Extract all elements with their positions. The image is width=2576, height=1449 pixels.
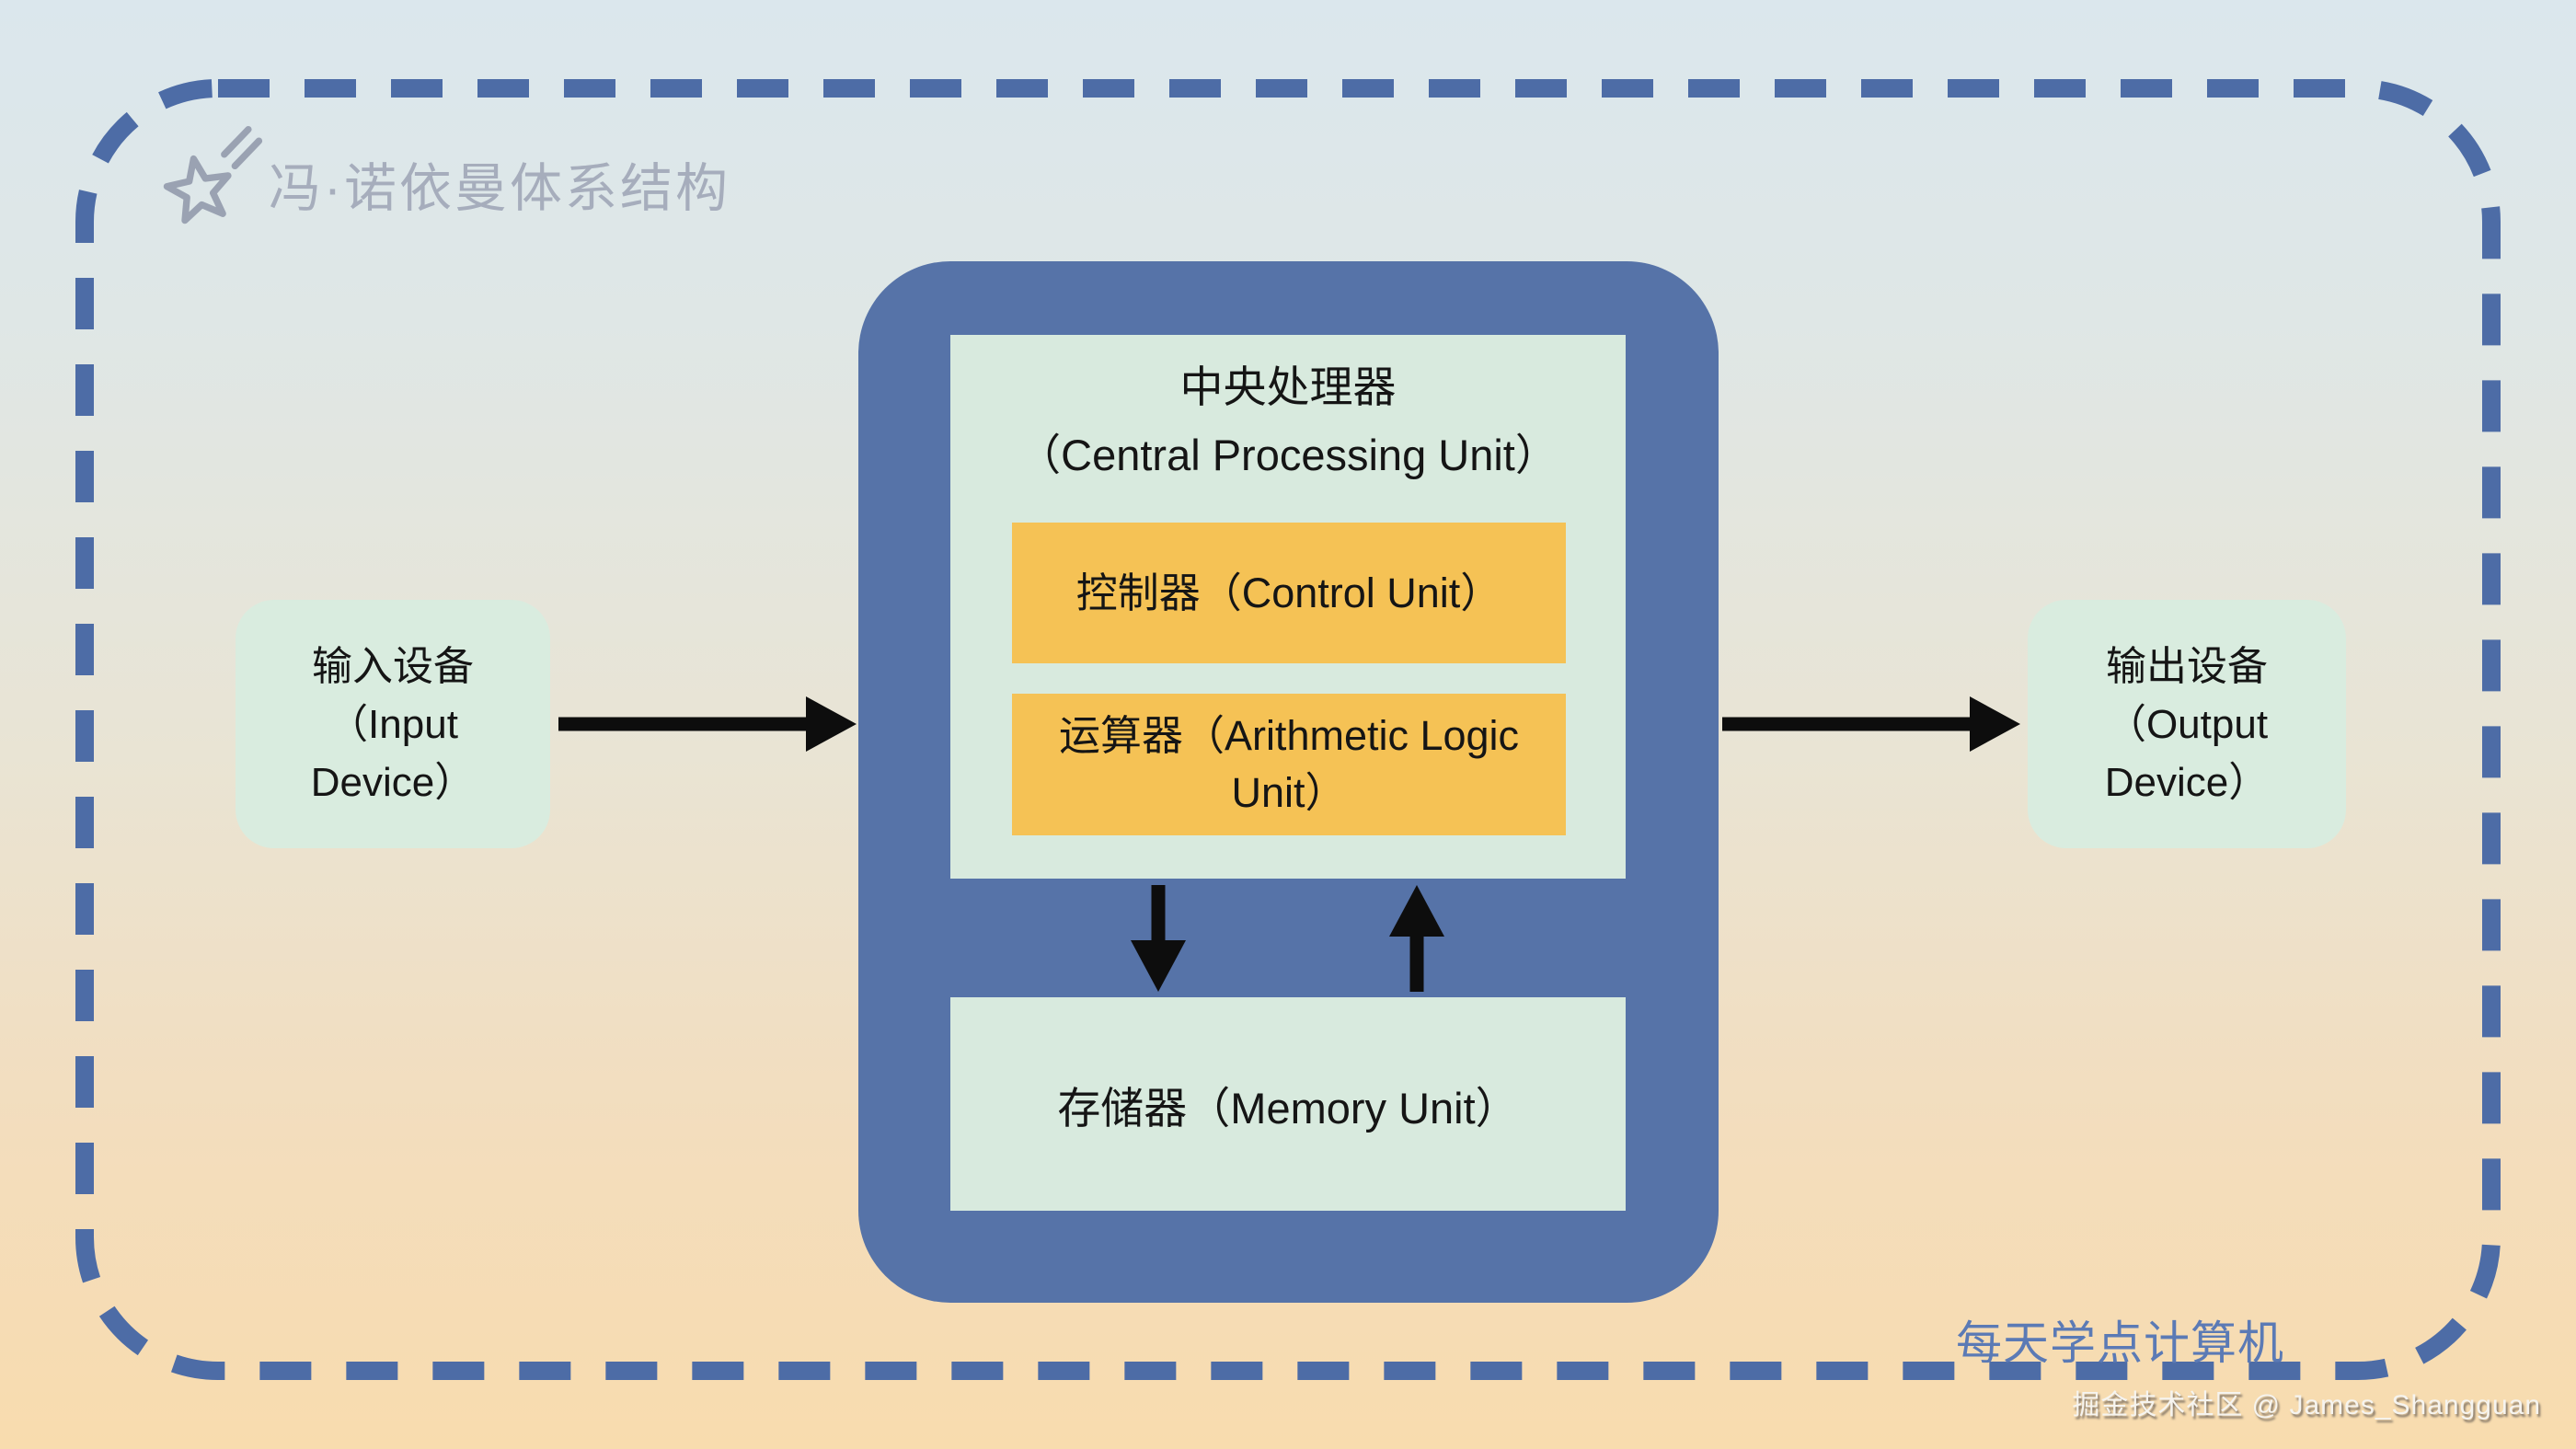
cpu-title-en: （Central Processing Unit） bbox=[1018, 431, 1558, 479]
cpu-title: 中央处理器 （Central Processing Unit） bbox=[950, 335, 1626, 489]
input-device-label-cn: 输入设备 bbox=[312, 643, 474, 689]
output-device-label-en-2: Device） bbox=[2104, 759, 2270, 805]
cpu-box: 中央处理器 （Central Processing Unit） 控制器（Cont… bbox=[950, 335, 1626, 879]
control-unit-label: 控制器（Control Unit） bbox=[1075, 569, 1502, 616]
memory-box: 存储器（Memory Unit） bbox=[950, 997, 1626, 1211]
output-device-box: 输出设备 （Output Device） bbox=[2028, 600, 2346, 848]
cpu-container: 中央处理器 （Central Processing Unit） 控制器（Cont… bbox=[858, 261, 1719, 1303]
control-unit-box: 控制器（Control Unit） bbox=[1012, 523, 1566, 663]
footer-slogan: 每天学点计算机 bbox=[1956, 1317, 2284, 1369]
input-device-label-en-1: （Input bbox=[328, 701, 458, 747]
star-icon bbox=[163, 125, 263, 224]
input-device-label-en-2: Device） bbox=[310, 759, 476, 805]
output-device-label-cn: 输出设备 bbox=[2106, 643, 2268, 689]
cpu-to-output-arrow-right-icon bbox=[1722, 696, 2020, 752]
cpu-title-cn: 中央处理器 bbox=[1179, 362, 1397, 411]
memory-label: 存储器（Memory Unit） bbox=[1057, 1083, 1519, 1133]
alu-label: 运算器（Arithmetic Logic Unit） bbox=[1058, 712, 1520, 816]
input-device-box: 输入设备 （Input Device） bbox=[236, 600, 550, 848]
watermark: 掘金技术社区 @ James_Shangguan bbox=[2072, 1390, 2541, 1420]
page-title: 冯·诺依曼体系结构 bbox=[269, 159, 730, 218]
input-to-cpu-arrow-right-icon bbox=[558, 696, 857, 752]
output-device-label-en-1: （Output bbox=[2105, 701, 2269, 747]
alu-box: 运算器（Arithmetic Logic Unit） bbox=[1012, 694, 1566, 835]
